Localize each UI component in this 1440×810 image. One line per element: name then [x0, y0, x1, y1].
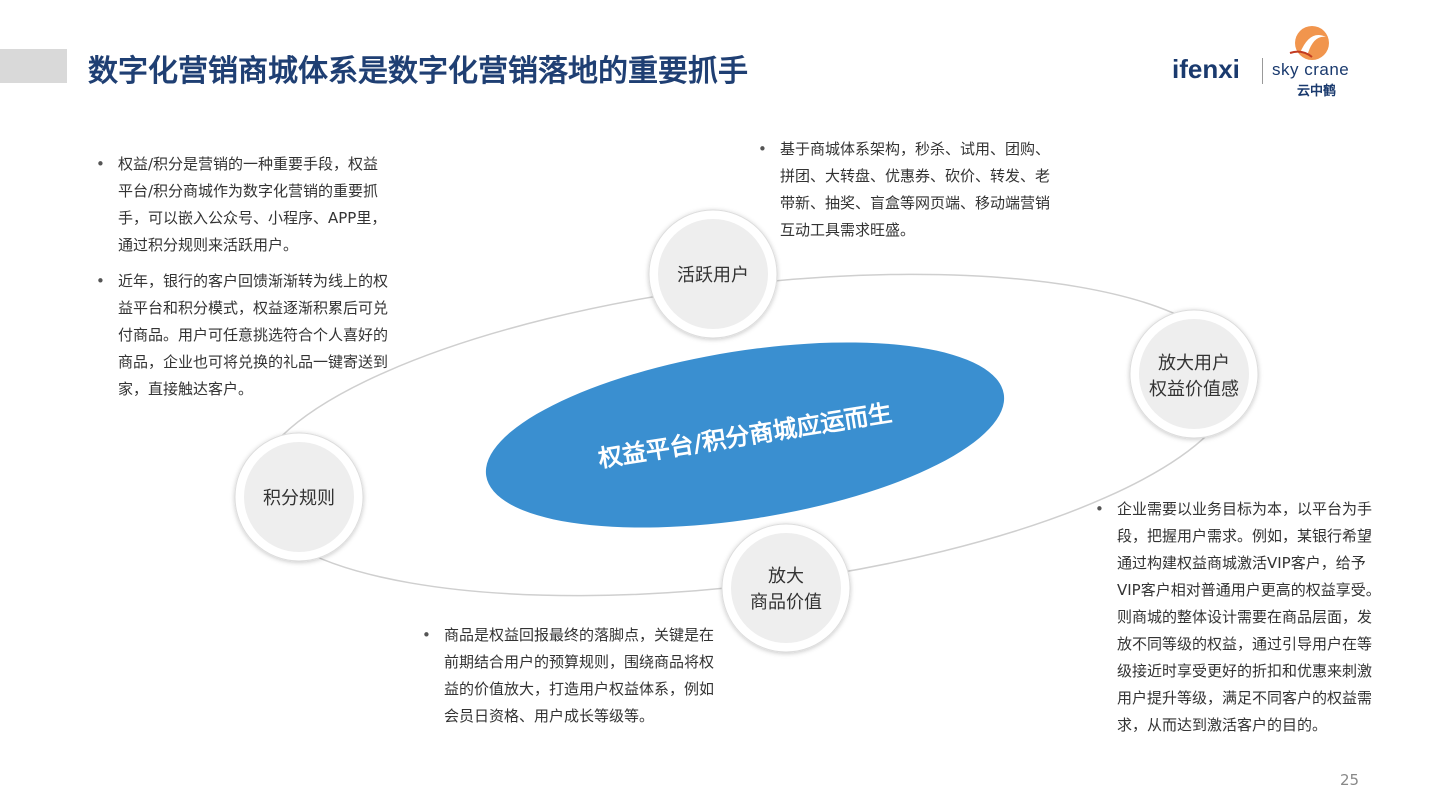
node-amplify-rights: 放大用户 权益价值感: [1129, 309, 1259, 439]
title-accent-bar: [0, 49, 67, 83]
ifenxi-logo: ifenxi: [1172, 54, 1240, 84]
node-active-users-label: 活跃用户: [677, 265, 749, 286]
node-points-rules-label: 积分规则: [263, 488, 335, 509]
node-amplify-rights-line1: 放大用户: [1158, 353, 1230, 374]
bullets-top: 基于商城体系架构，秒杀、试用、团购、拼团、大转盘、优惠券、砍价、转发、老带新、抽…: [758, 136, 1054, 253]
bullet-item: 权益/积分是营销的一种重要手段，权益平台/积分商城作为数字化营销的重要抓手，可以…: [96, 151, 388, 259]
bullets-right: 企业需要以业务目标为本，以平台为手段，把握用户需求。例如，某银行希望通过构建权益…: [1095, 496, 1385, 748]
bullets-bottom: 商品是权益回报最终的落脚点，关键是在前期结合用户的预算规则，围绕商品将权益的价值…: [422, 622, 718, 739]
center-ellipse: [485, 342, 1005, 528]
node-amplify-goods-line2: 商品价值: [750, 592, 822, 613]
bullets-left: 权益/积分是营销的一种重要手段，权益平台/积分商城作为数字化营销的重要抓手，可以…: [96, 151, 388, 412]
node-amplify-rights-line2: 权益价值感: [1149, 379, 1239, 400]
node-active-users: 活跃用户: [648, 209, 778, 339]
bullet-item: 企业需要以业务目标为本，以平台为手段，把握用户需求。例如，某银行希望通过构建权益…: [1095, 496, 1385, 739]
node-points-rules: 积分规则: [234, 432, 364, 562]
bullet-item: 商品是权益回报最终的落脚点，关键是在前期结合用户的预算规则，围绕商品将权益的价值…: [422, 622, 718, 730]
bullet-item: 近年，银行的客户回馈渐渐转为线上的权益平台和积分模式，权益逐渐积累后可兑付商品。…: [96, 268, 388, 403]
logo-divider: [1262, 58, 1263, 84]
node-amplify-goods: 放大 商品价值: [721, 523, 851, 653]
skycrane-mark-icon: [1289, 26, 1329, 60]
page-number: 25: [1340, 771, 1360, 789]
slide-title: 数字化营销商城体系是数字化营销落地的重要抓手: [88, 54, 748, 89]
node-amplify-goods-line1: 放大: [768, 566, 804, 587]
bullet-item: 基于商城体系架构，秒杀、试用、团购、拼团、大转盘、优惠券、砍价、转发、老带新、抽…: [758, 136, 1054, 244]
skycrane-logo-text: sky crane: [1272, 60, 1350, 79]
skycrane-logo-cn: 云中鹤: [1297, 84, 1337, 99]
